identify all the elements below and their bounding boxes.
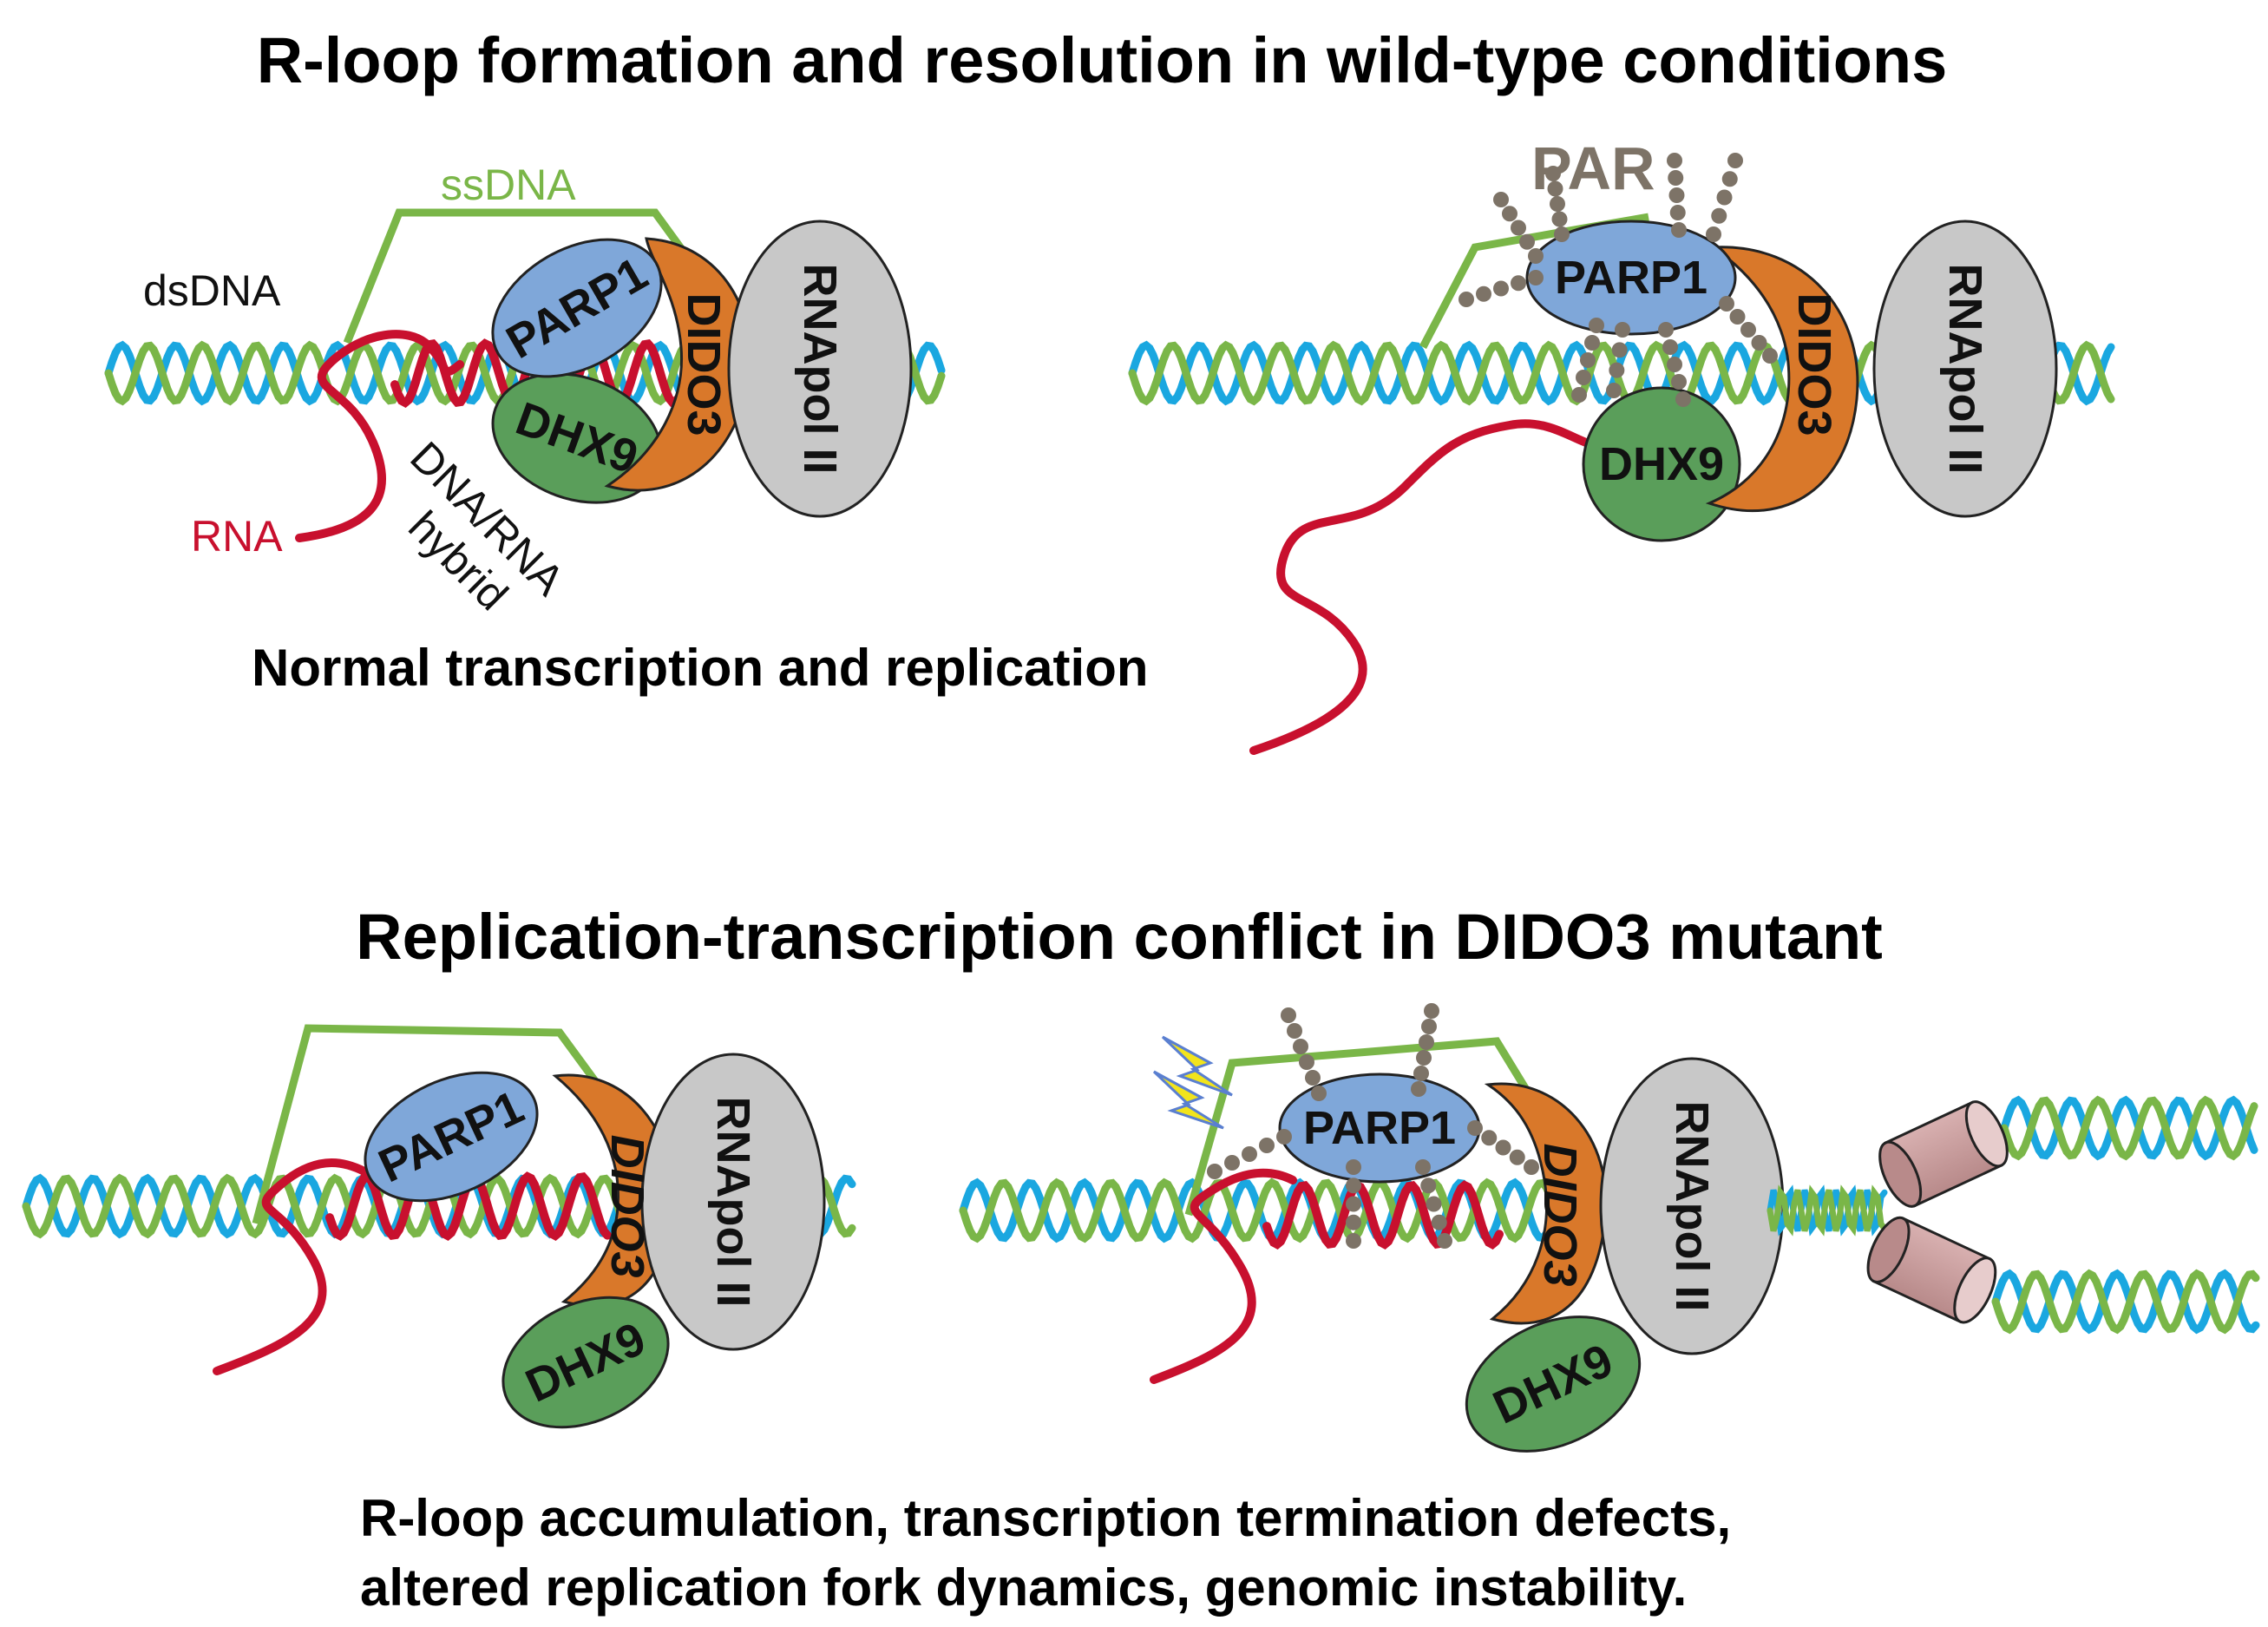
ssdna-label: ssDNA [441, 161, 576, 209]
parp1-protein-tr [1525, 220, 1737, 336]
par-label: PAR [1531, 134, 1655, 202]
replication-fork [1767, 1095, 2260, 1335]
rnapol-ii-label-tr: RNApol II [1939, 264, 1991, 475]
bottom-panel-title: Replication-transcription conflict in DI… [356, 901, 1883, 973]
mutant-conflict-scene: PARP1 DIDO3 RNApol II DHX9 [959, 1003, 2260, 1453]
dhx9-protein-br [1465, 1315, 1642, 1453]
rna-strand-tr [1249, 419, 1609, 755]
bottom-caption-line2: altered replication fork dynamics, genom… [360, 1558, 1687, 1617]
dido3-protein-br [1484, 1082, 1608, 1325]
rnapol-ii-label-br: RNApol II [1666, 1101, 1718, 1312]
ssdna-strand-bl [252, 1024, 611, 1225]
parp1-label-br: PARP1 [1303, 1102, 1456, 1154]
rna-hybrid-waves-br [1262, 1180, 1504, 1250]
rna-strand-bl [213, 1158, 369, 1375]
dsdna-label: dsDNA [143, 266, 281, 315]
dido3-label-tr: DIDO3 [1788, 292, 1840, 436]
parp1-protein-bl [364, 1071, 539, 1203]
dhx9-label-tr: DHX9 [1599, 438, 1724, 490]
dhx9-protein-tr [1582, 386, 1741, 542]
top-panel-title: R-loop formation and resolution in wild-… [257, 24, 1948, 96]
dido3-label: DIDO3 [678, 292, 730, 436]
wild-type-r-loop-scene: PARP1 DHX9 DIDO3 RNApol II ssDNA dsDNA R… [104, 161, 1149, 697]
helicase-icon [1866, 1100, 2009, 1324]
dhx9-protein-bl [501, 1296, 670, 1429]
ssdna-strand [343, 208, 693, 344]
rnapol-ii-protein-bl [640, 1053, 826, 1351]
parp1-protein [491, 238, 663, 378]
top-panel-caption: Normal transcription and replication [252, 639, 1149, 697]
bottom-caption-line1: R-loop accumulation, transcription termi… [360, 1489, 1731, 1547]
rnapol-ii-label-bl: RNApol II [707, 1097, 759, 1308]
rnapol-ii-protein [727, 220, 913, 518]
mutant-r-loop-scene: PARP1 DIDO3 RNApol II DHX9 [22, 1024, 856, 1429]
lightning-icon [1152, 1035, 1233, 1130]
ssdna-strand-br [1184, 1037, 1548, 1217]
wild-type-resolution-scene: PARP1 DHX9 DIDO3 RNApol II PAR [1128, 134, 2115, 755]
dido3-protein-tr [1705, 246, 1859, 513]
par-chains-tr [1458, 153, 1778, 407]
rna-strand-br [1150, 1168, 1297, 1384]
rnapol-ii-protein-tr [1872, 220, 2058, 518]
dido3-label-br: DIDO3 [1534, 1143, 1586, 1286]
rnapol-ii-label: RNApol II [794, 264, 846, 475]
par-chains-br [1207, 1003, 1539, 1249]
parp1-label-tr: PARP1 [1555, 252, 1708, 304]
rna-label: RNA [191, 512, 283, 561]
dido3-label-bl: DIDO3 [601, 1134, 653, 1277]
